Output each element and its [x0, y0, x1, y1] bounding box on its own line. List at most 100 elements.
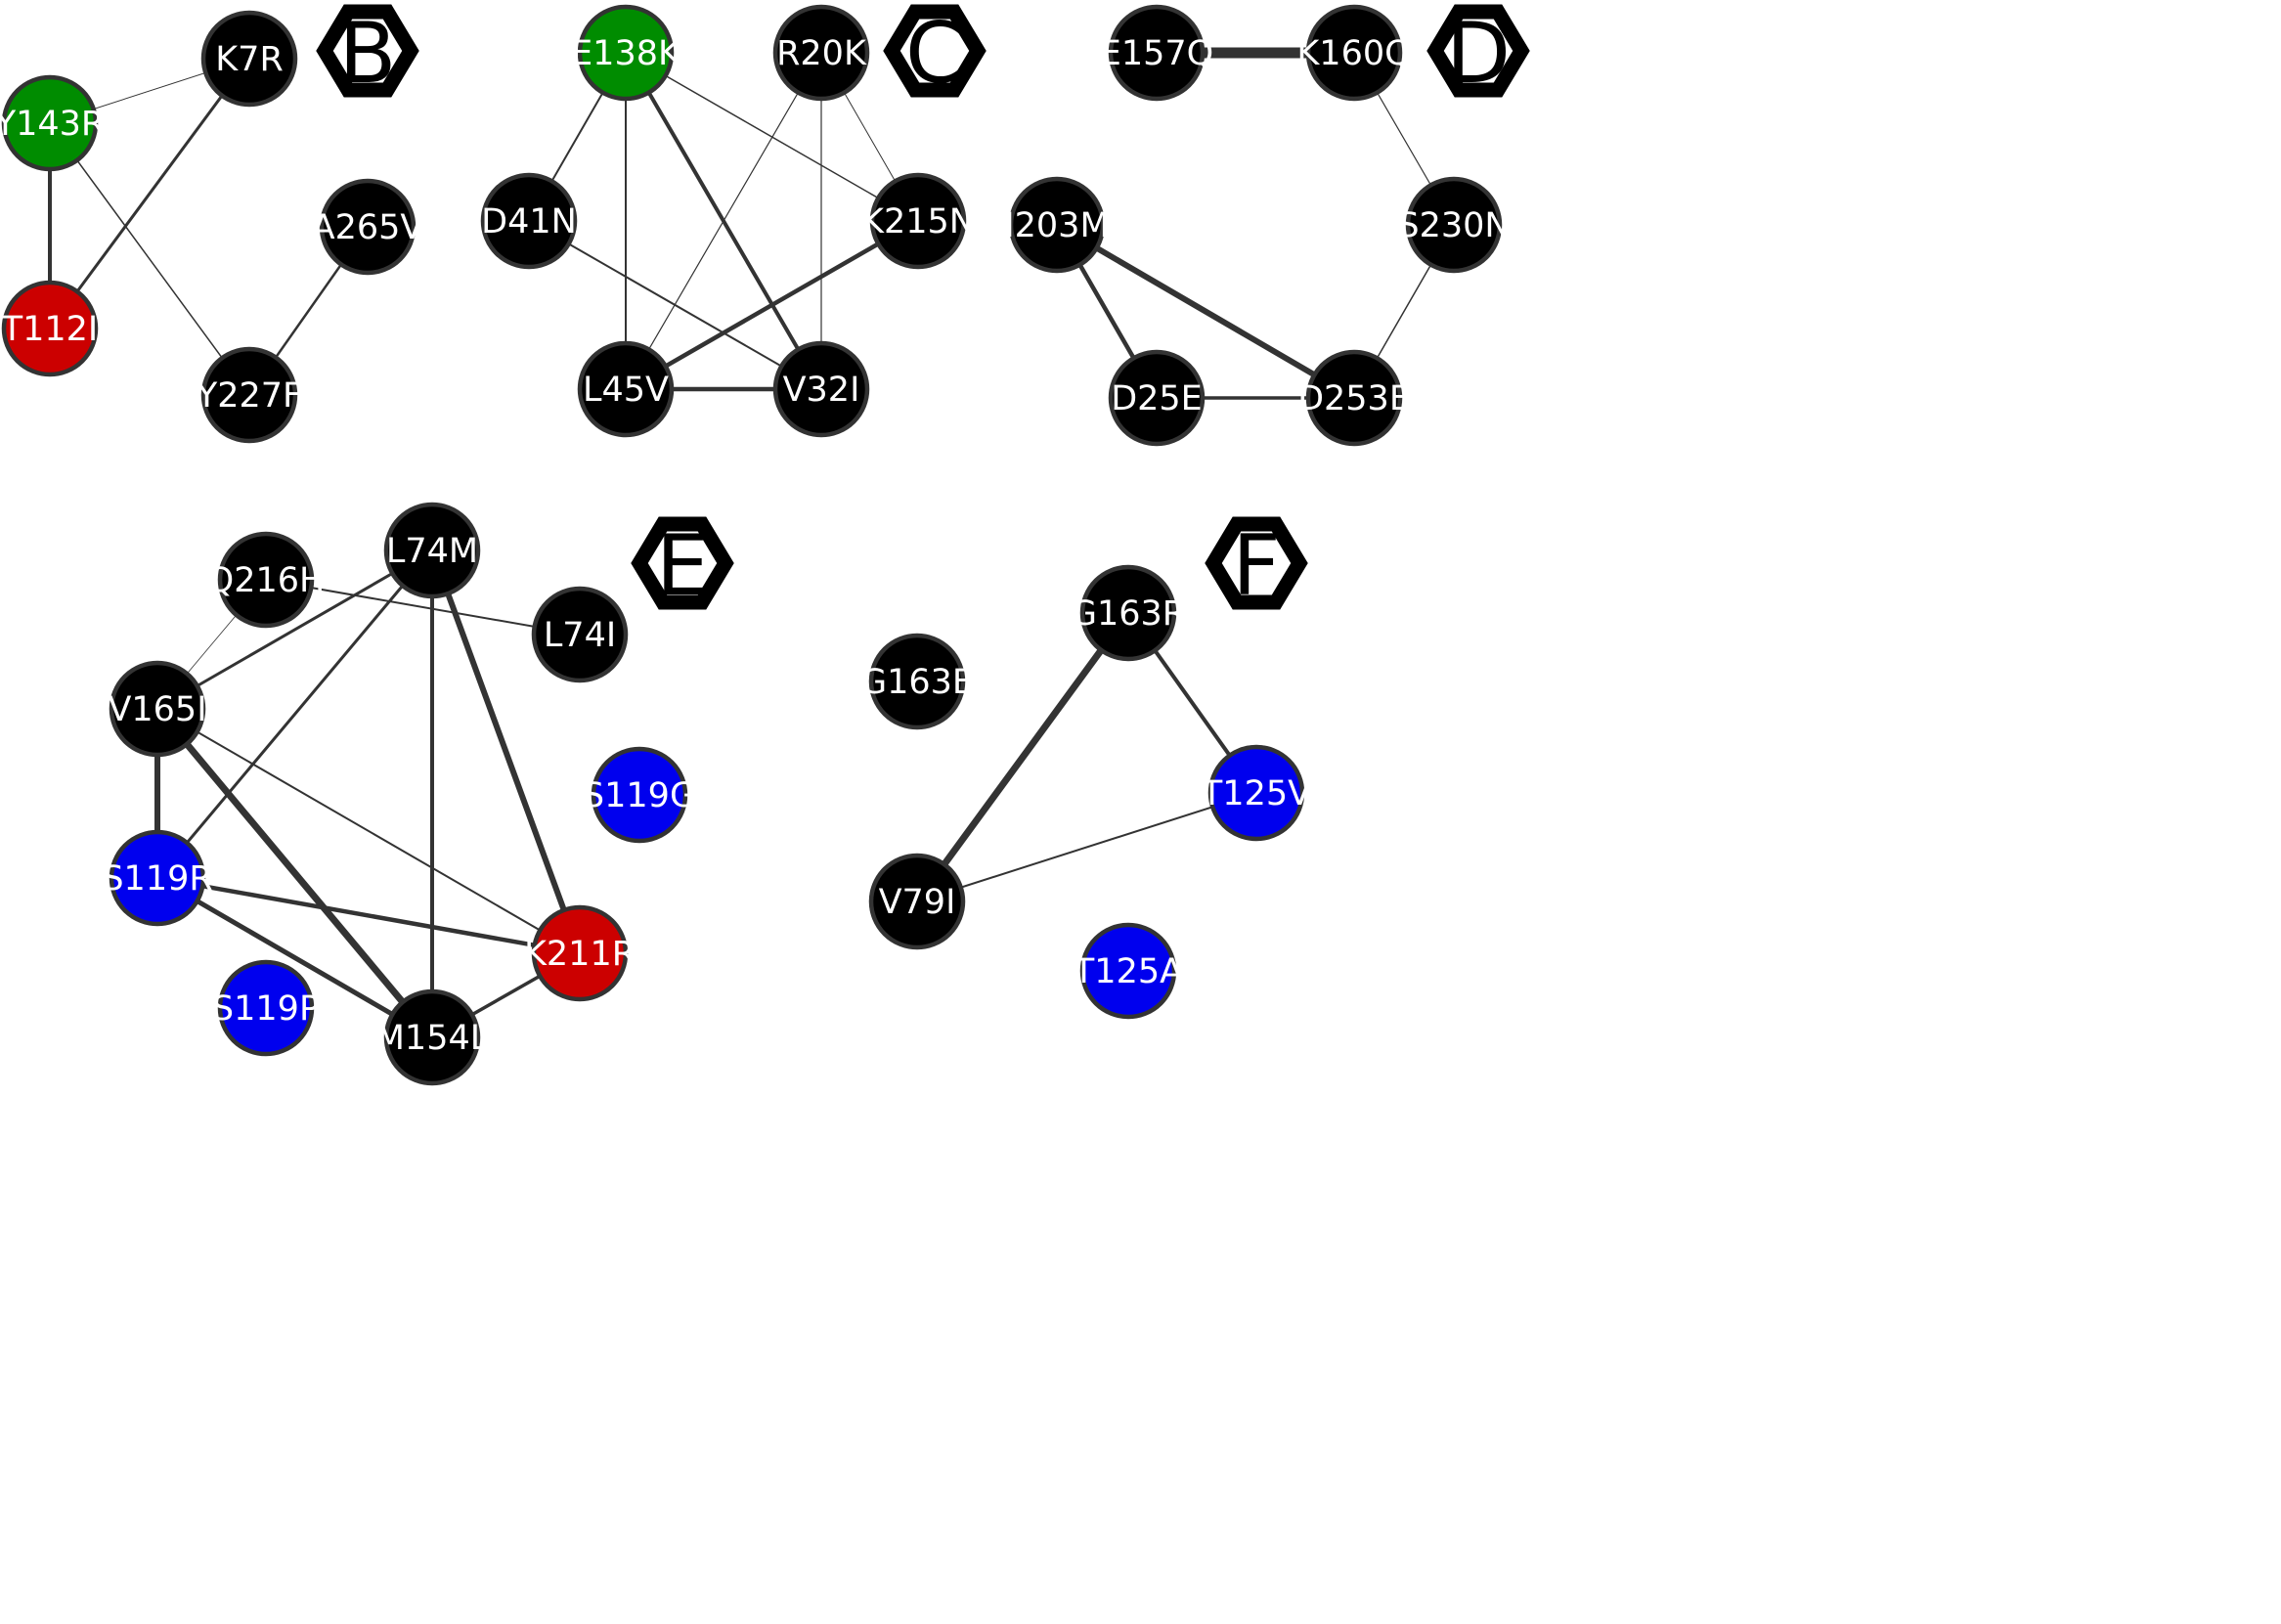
node-label: T112I [1, 310, 99, 349]
node-circle [217, 531, 315, 629]
node-c-k215n: K215N [861, 172, 975, 270]
node-label: K160Q [1296, 34, 1411, 73]
node-circle [577, 4, 675, 102]
node-label: Y227F [196, 376, 302, 416]
node-label: E138K [571, 34, 681, 73]
edge-e-l74m-to-e-v165i [155, 549, 434, 711]
node-circle [1305, 349, 1403, 447]
node-label: V165I [108, 690, 206, 729]
node-label: V79I [879, 883, 956, 922]
node-circle [1207, 744, 1305, 842]
node-label: T125V [1201, 774, 1311, 813]
node-circle [1108, 349, 1206, 447]
edge-d-i203m-to-d-d253e [1054, 222, 1357, 401]
edge-f-g163r-to-f-v79i [913, 609, 1132, 905]
node-e-l74i: L74I [531, 586, 629, 683]
node-e-m154l: M154L [375, 988, 490, 1086]
node-circle [319, 178, 417, 276]
panel-label-b: B [316, 4, 419, 103]
node-circle [869, 172, 967, 270]
node-circle [868, 853, 966, 950]
node-label: S119G [583, 776, 696, 815]
panel-label-f: F [1205, 516, 1308, 615]
node-label: R20K [776, 34, 867, 73]
node-d-i203m: I203M [1004, 176, 1110, 274]
node-circle [531, 586, 629, 683]
node-label: L74M [386, 532, 478, 571]
node-c-v32i: V32I [772, 340, 870, 438]
edge-c-d41n-to-c-v32i [528, 220, 822, 390]
panel-letter: B [339, 5, 397, 103]
node-b-y143r: Y143R [0, 74, 105, 172]
node-circle [1108, 4, 1206, 102]
node-label: A265V [312, 208, 424, 247]
node-c-r20k: R20K [772, 4, 870, 102]
node-circle [109, 829, 206, 927]
node-label: K215N [861, 202, 975, 241]
node-d-e157q: E157Q [1100, 4, 1213, 102]
node-circle [480, 172, 578, 270]
edge-b-y143r-to-b-y227f [49, 122, 250, 396]
node-label: S119R [102, 859, 212, 899]
edge-e-s119r-to-e-m154l [154, 875, 435, 1040]
edge-e-v165i-to-e-m154l [154, 705, 436, 1041]
node-label: Y143R [0, 105, 105, 144]
hexagon-icon [631, 516, 734, 610]
node-circle [1008, 176, 1106, 274]
node-b-k7r: K7R [200, 10, 298, 108]
node-circle [1405, 176, 1503, 274]
panel-label-e: E [631, 516, 734, 615]
edge-e-l74m-to-e-s119r [155, 549, 434, 880]
panel-labels-layer: B C D E F [316, 4, 1530, 615]
node-e-k211r: K211R [524, 904, 636, 1002]
node-label: Q216H [207, 561, 326, 600]
panel-letter: F [1232, 517, 1280, 615]
hexagon-icon [883, 4, 987, 98]
node-label: S230N [1397, 206, 1510, 245]
node-c-d41n: D41N [480, 172, 578, 270]
node-b-a265v: A265V [312, 178, 424, 276]
panel-label-c: C [883, 4, 987, 103]
node-f-v79i: V79I [868, 853, 966, 950]
node-d-d253e: D253E [1297, 349, 1411, 447]
node-e-v165i: V165I [108, 660, 207, 758]
node-label: D41N [481, 202, 577, 241]
edge-c-k215n-to-c-l45v [623, 218, 921, 392]
node-label: E157Q [1100, 34, 1213, 73]
node-d-d25e: D25E [1108, 349, 1206, 447]
node-b-y227f: Y227F [196, 346, 302, 444]
node-circle [217, 959, 315, 1057]
node-circle [1, 280, 99, 377]
node-c-l45v: L45V [577, 340, 675, 438]
node-circle [772, 340, 870, 438]
node-e-l74m: L74M [383, 502, 481, 599]
edge-e-q216h-to-e-l74i [265, 579, 581, 636]
node-circle [591, 746, 688, 844]
node-label: K7R [215, 40, 284, 79]
node-e-q216h: Q216H [207, 531, 326, 629]
node-circle [1305, 4, 1403, 102]
node-label: M154L [375, 1019, 490, 1058]
node-circle [772, 4, 870, 102]
node-f-g163r: G163R [1071, 564, 1186, 662]
edge-e-l74m-to-e-k211r [429, 548, 583, 956]
node-circle [1079, 922, 1177, 1020]
node-c-e138k: E138K [571, 4, 681, 102]
node-circle [1, 74, 99, 172]
nodes-layer: K7R Y143R A265V T112I Y227F E138K R20K D41N K215… [0, 4, 1511, 1086]
node-label: V32I [783, 371, 860, 410]
node-circle [200, 346, 298, 444]
panel-letter: C [905, 5, 964, 103]
panel-letter: E [656, 517, 709, 615]
hexagon-icon [316, 4, 419, 98]
node-f-g163e: G163E [860, 633, 974, 730]
node-circle [383, 502, 481, 599]
node-label: K211R [524, 935, 636, 974]
node-label: L74I [544, 616, 616, 655]
edge-f-v79i-to-f-t125v [916, 792, 1257, 902]
panel-label-d: D [1426, 4, 1530, 103]
node-circle [868, 633, 966, 730]
node-e-s119g: S119G [583, 746, 696, 844]
node-circle [109, 660, 206, 758]
hexagon-icon [1426, 4, 1530, 98]
